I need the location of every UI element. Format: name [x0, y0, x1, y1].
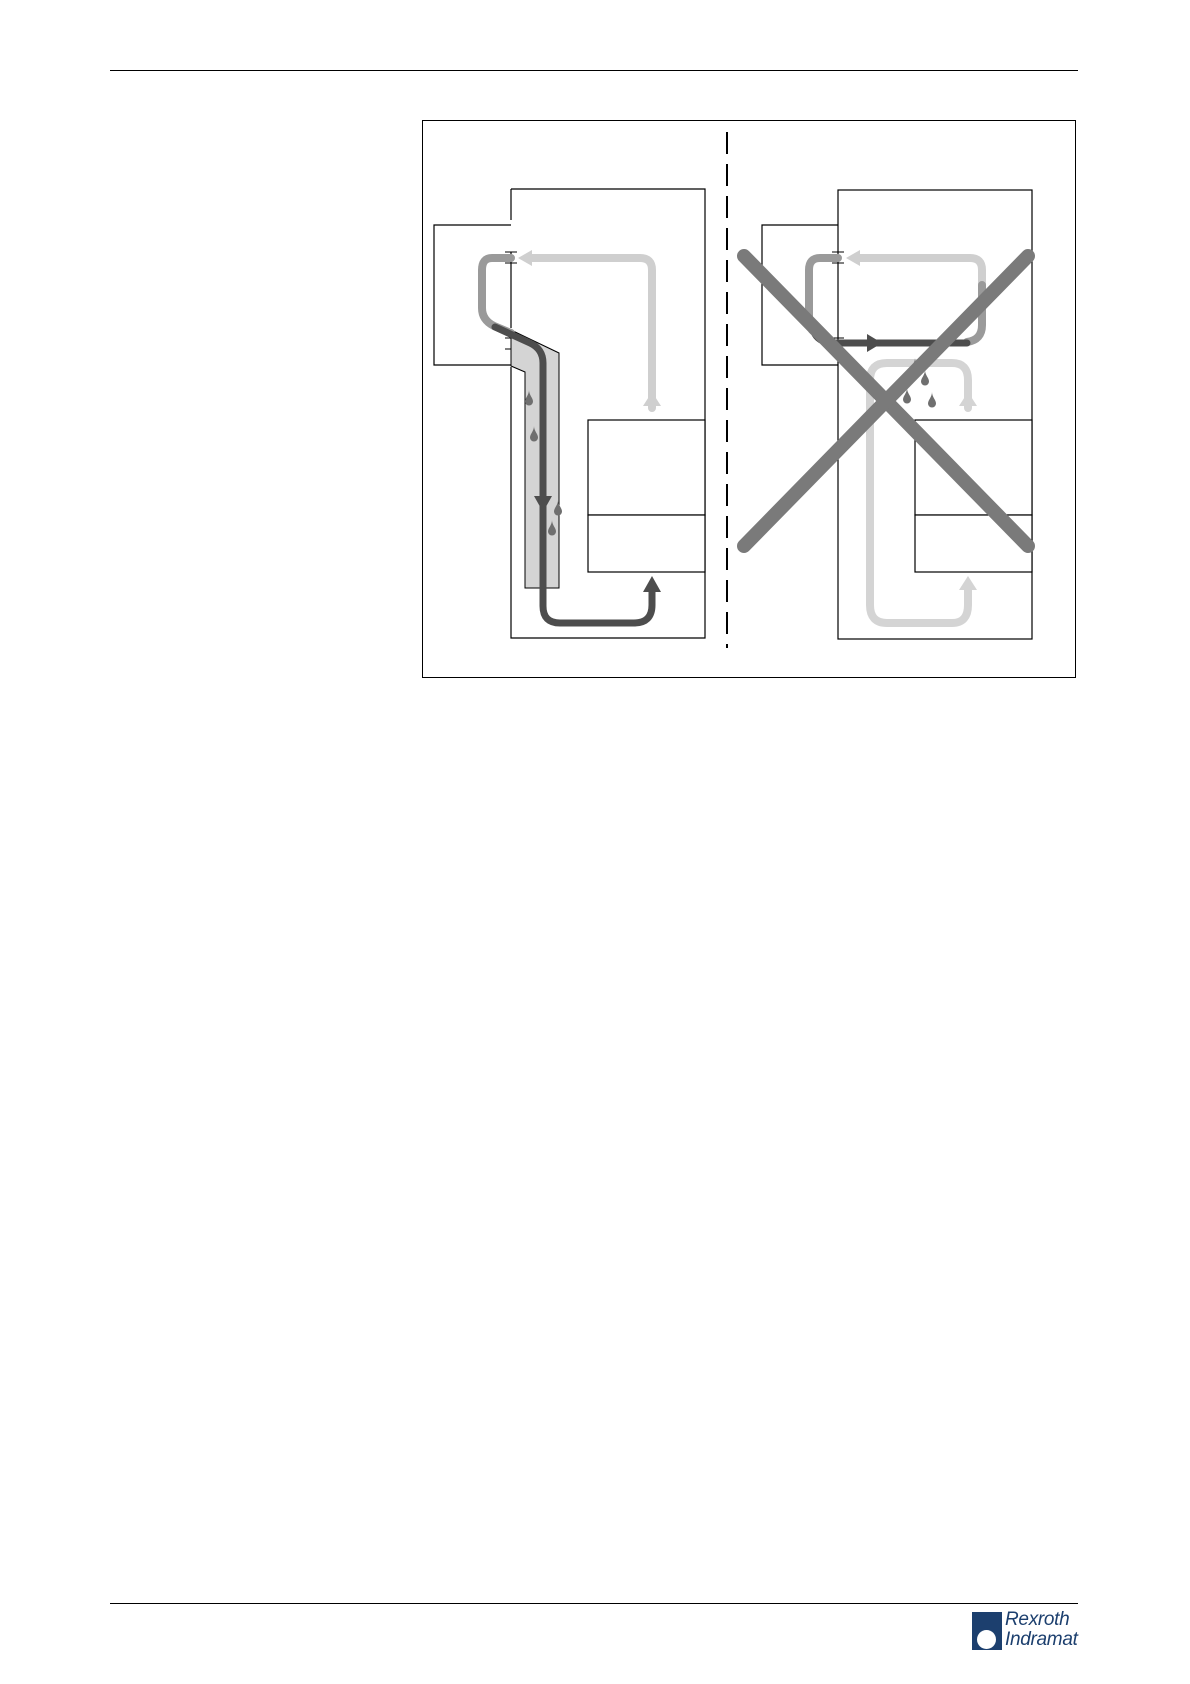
- left-device-upper: [588, 420, 705, 515]
- airflow-figure: [422, 120, 1076, 678]
- left-device-lower: [588, 515, 705, 572]
- right-panel: [744, 190, 1032, 639]
- logo-line-1: Rexroth: [1005, 1610, 1078, 1630]
- right-light-flow-top: [857, 258, 982, 290]
- figure-frame: [423, 121, 1076, 678]
- left-panel: [434, 189, 705, 638]
- left-ac-unit: [434, 225, 511, 365]
- logo-mark-icon: [972, 1612, 1002, 1650]
- company-logo: Rexroth Indramat: [972, 1610, 1082, 1652]
- footer-rule: [110, 1603, 1078, 1604]
- logo-line-2: Indramat: [1005, 1630, 1078, 1650]
- right-device-upper: [915, 420, 1032, 515]
- header-rule: [110, 70, 1078, 71]
- left-medium-flow: [482, 258, 511, 333]
- left-duct: [511, 330, 559, 588]
